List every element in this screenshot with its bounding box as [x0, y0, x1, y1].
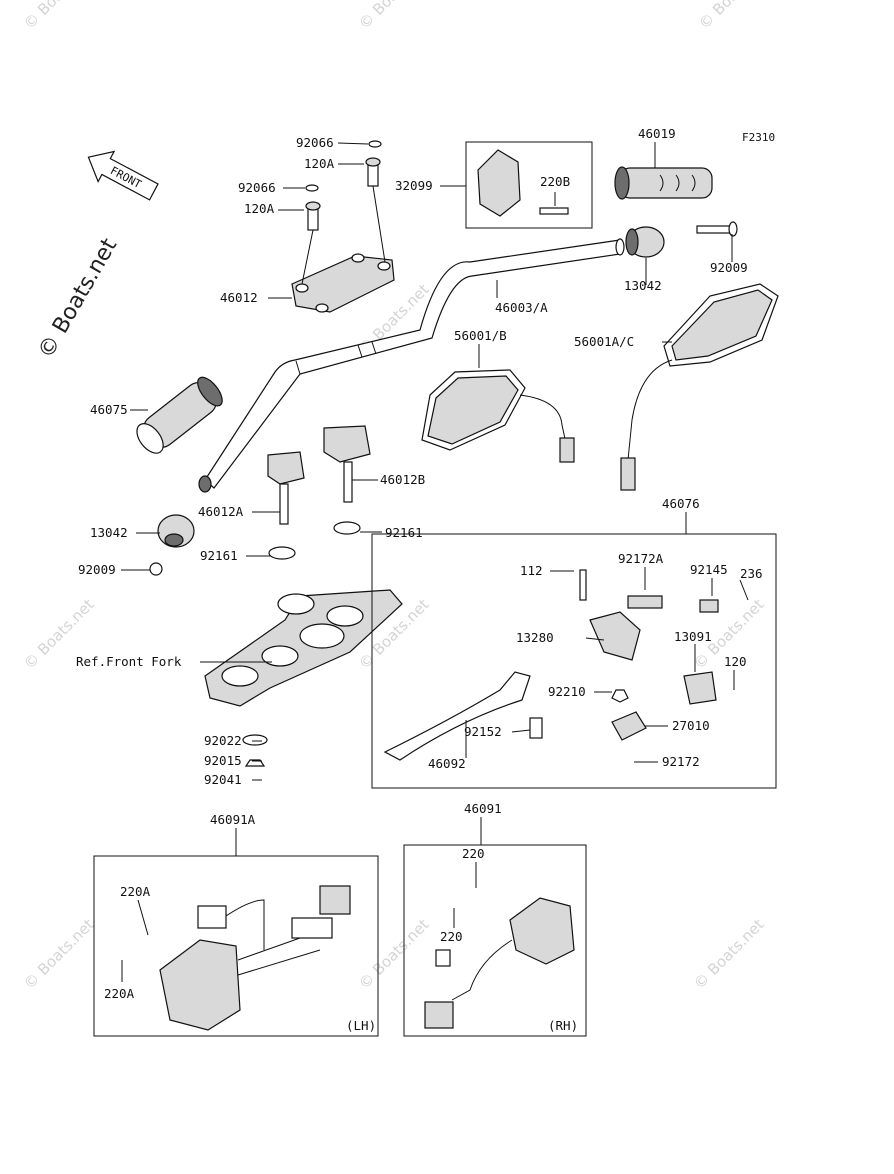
- front-arrow-icon: FRONT: [87, 150, 159, 201]
- callout-label: 220: [440, 929, 463, 944]
- triple-clamp-drawing: [204, 589, 403, 767]
- switch-housing-drawing: [477, 149, 569, 217]
- figure-id: F2310: [742, 131, 775, 144]
- callout-label: 120A: [244, 201, 275, 216]
- callout-label: 120A: [304, 156, 335, 171]
- callout-label: 56001A/C: [574, 334, 634, 349]
- callout-label: 92152: [464, 724, 502, 739]
- callout-label: 92066: [238, 180, 276, 195]
- callout-label: 46092: [428, 756, 466, 771]
- lever-assembly-box: [371, 533, 777, 789]
- right-grip-drawing: [614, 166, 713, 200]
- right-switch-drawing: [424, 897, 575, 1029]
- watermark-large: © Boats.net: [34, 234, 123, 363]
- bar-end-weight: [157, 226, 665, 548]
- callout-label: 120: [724, 654, 747, 669]
- left-switch-drawing: [159, 885, 351, 1031]
- callout-label: 13280: [516, 630, 554, 645]
- clutch-lever-drawing: [383, 569, 719, 761]
- callout-label: 220A: [120, 884, 151, 899]
- callout-label: 46076: [662, 496, 700, 511]
- callout-label: 92022: [204, 733, 242, 748]
- callout-labels: 92066 120A 92066 120A 32099 220B 46019 4…: [76, 126, 763, 1033]
- callout-label: 13091: [674, 629, 712, 644]
- rh-switch-box: [403, 844, 587, 1037]
- callout-label: 46091: [464, 801, 502, 816]
- callout-label: 220B: [540, 174, 570, 189]
- left-mirror-drawing: [421, 369, 575, 463]
- callout-label: 27010: [672, 718, 710, 733]
- bar-end-screw: [149, 221, 738, 576]
- callout-label: 92015: [204, 753, 242, 768]
- callout-label: 220A: [104, 986, 135, 1001]
- watermark: © Boats.net: [690, 915, 768, 993]
- callout-label: 46012: [220, 290, 258, 305]
- watermark: © Boats.net: [20, 915, 98, 993]
- lh-tag: (LH): [346, 1018, 376, 1033]
- callout-label: 32099: [395, 178, 433, 193]
- lower-holder-drawing: [267, 425, 371, 560]
- callout-label: 220: [462, 846, 485, 861]
- callout-label: 13042: [90, 525, 128, 540]
- watermark: © Boats.net: [355, 0, 433, 33]
- callout-label: 92009: [710, 260, 748, 275]
- rh-tag: (RH): [548, 1018, 578, 1033]
- watermark: © Boats.net: [20, 0, 98, 33]
- watermark: © Boats.net: [355, 915, 433, 993]
- handlebar-drawing: [198, 238, 625, 493]
- reference-note: Ref.Front Fork: [76, 654, 182, 669]
- callout-label: 46075: [90, 402, 128, 417]
- upper-holder-drawing: [291, 253, 395, 313]
- callout-label: 13042: [624, 278, 662, 293]
- left-grip-drawing: [136, 376, 223, 454]
- callout-label: 92161: [200, 548, 238, 563]
- right-mirror-drawing: [620, 283, 779, 491]
- callout-label: 46019: [638, 126, 676, 141]
- callout-label: 46003/A: [495, 300, 548, 315]
- callout-label: 46091A: [210, 812, 256, 827]
- callout-label: 92066: [296, 135, 334, 150]
- callout-label: 92172: [662, 754, 700, 769]
- callout-label: 92145: [690, 562, 728, 577]
- callout-label: 236: [740, 566, 763, 581]
- holder-bolts: [301, 140, 386, 285]
- housing-box: [465, 141, 593, 229]
- callout-label: 112: [520, 563, 543, 578]
- leader-lines: [121, 142, 749, 982]
- callout-label: 92041: [204, 772, 242, 787]
- callout-label: 92009: [78, 562, 116, 577]
- callout-label: 92210: [548, 684, 586, 699]
- callout-label: 56001/B: [454, 328, 507, 343]
- callout-label: 92172A: [618, 551, 664, 566]
- watermark: © Boats.net: [695, 0, 773, 33]
- watermark-layer: © Boats.net © Boats.net © Boats.net © Bo…: [20, 0, 773, 993]
- callout-label: 46012B: [380, 472, 425, 487]
- callout-label: 46012A: [198, 504, 244, 519]
- callout-label: 92161: [385, 525, 423, 540]
